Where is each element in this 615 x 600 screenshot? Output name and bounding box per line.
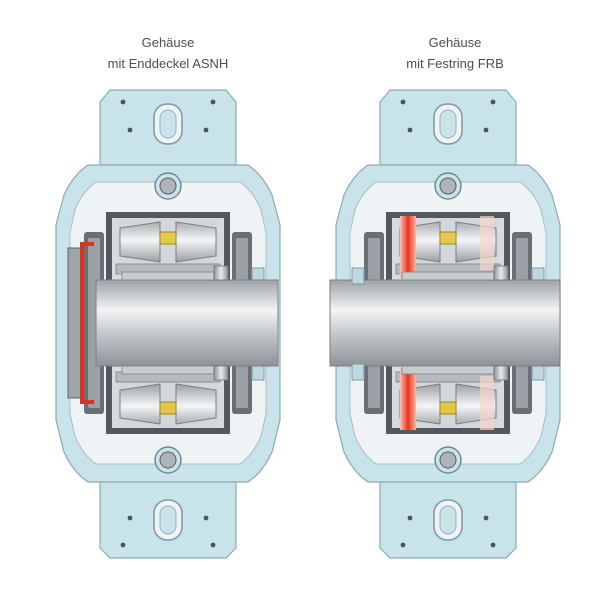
caption-right-line2: mit Festring FRB — [406, 56, 504, 71]
housing-asnh — [55, 89, 281, 559]
end-cover — [67, 247, 83, 399]
shaft-left — [95, 279, 279, 367]
caption-left-line2: mit Enddeckel ASNH — [107, 56, 229, 71]
caption-right: Gehäuse mit Festring FRB — [335, 32, 575, 74]
locating-ring-bottom — [400, 368, 416, 430]
locating-ring-top — [400, 216, 416, 278]
shaft-right — [329, 279, 561, 367]
caption-left-line1: Gehäuse — [141, 35, 195, 50]
caption-right-line1: Gehäuse — [428, 35, 482, 50]
housing-frb — [329, 89, 561, 559]
caption-left: Gehäuse mit Enddeckel ASNH — [48, 32, 288, 74]
